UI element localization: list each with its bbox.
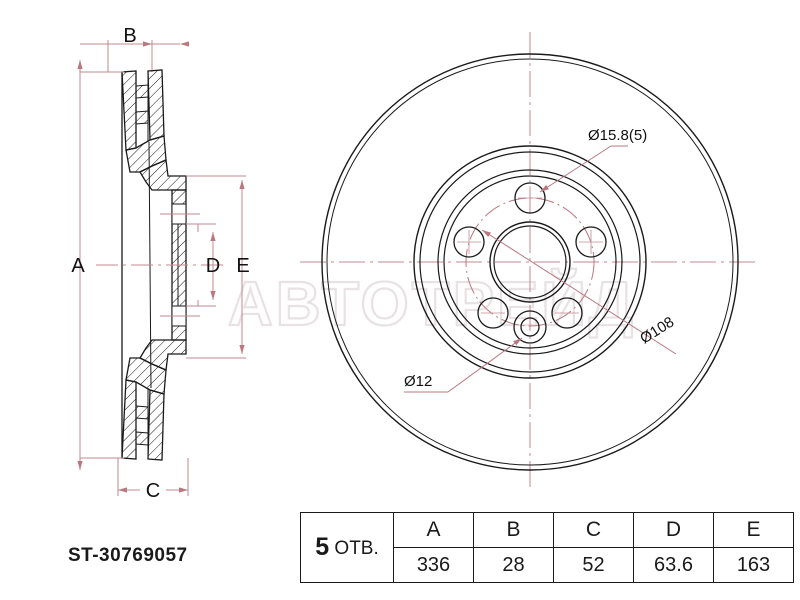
disc-outer-circle (321, 53, 739, 471)
lug-hole (453, 226, 485, 258)
small-hole-group (513, 310, 547, 344)
dimension-letter-b: B (123, 25, 136, 47)
dimension-d (186, 223, 216, 307)
disc-outer-chamfer-circle (326, 58, 734, 466)
center-bore-circle (489, 221, 571, 303)
dimension-letter-c: C (146, 480, 160, 502)
hat-mid-circle (437, 169, 623, 355)
dimension-c (117, 458, 189, 496)
hat-outer-inner-circle (419, 151, 641, 373)
holes-count-cell: 5 ОТВ. (300, 512, 394, 583)
table-row-values: 336 28 52 63.6 163 (301, 547, 794, 583)
annotation-small-hole-dia: Ø12 (404, 337, 523, 393)
table-value-e: 163 (713, 547, 794, 583)
hat-outer-circle (413, 145, 647, 379)
dimension-a (77, 60, 228, 470)
dimension-table: 5 ОТВ. A B C D E 336 28 52 63.6 163 (300, 512, 794, 583)
face-view: Ø15.8(5) Ø108 Ø12 (300, 32, 760, 490)
table-header-e: E (713, 512, 794, 548)
holes-count-value: 5 (315, 533, 330, 561)
watermark: АВТОТРЕЙД (227, 268, 636, 340)
dimension-letter-a: A (71, 255, 85, 277)
table-value-a: 336 (393, 547, 474, 583)
dimension-b (80, 40, 189, 72)
table-header-c: C (553, 512, 634, 548)
lug-hole (551, 297, 583, 329)
annotation-text-lug-hole-dia: Ø15.8(5) (588, 127, 647, 144)
svg-text:АВТОТРЕЙД: АВТОТРЕЙД (228, 269, 636, 339)
small-hole-inner (520, 317, 540, 337)
table-header-a: A (393, 512, 474, 548)
small-hole-outer (513, 310, 547, 344)
table-value-d: 63.6 (633, 547, 714, 583)
center-bore-inner-circle (493, 225, 567, 299)
disc-section-geometry (121, 69, 187, 461)
cross-section-view: A B C D E (71, 25, 249, 502)
lug-hole (514, 182, 546, 214)
lug-hole (477, 297, 509, 329)
lug-hole (575, 226, 607, 258)
annotation-lug-hole-dia: Ø15.8(5) (539, 127, 647, 193)
table-value-b: 28 (473, 547, 554, 583)
annotation-text-small-hole-dia: Ø12 (404, 373, 432, 390)
bolt-circle (465, 197, 595, 327)
dimension-letter-e: E (236, 255, 249, 277)
table-value-c: 52 (553, 547, 634, 583)
table-header-b: B (473, 512, 554, 548)
dimension-letter-d: D (206, 255, 220, 277)
hat-step-circle (443, 175, 617, 349)
dimension-e (186, 175, 246, 359)
lug-hole-group (453, 182, 607, 329)
table-header-d: D (633, 512, 714, 548)
holes-label: ОТВ. (334, 538, 379, 559)
part-number-label: ST-30769057 (68, 545, 188, 566)
table-row-headers: 5 ОТВ. A B C D E (300, 512, 794, 583)
